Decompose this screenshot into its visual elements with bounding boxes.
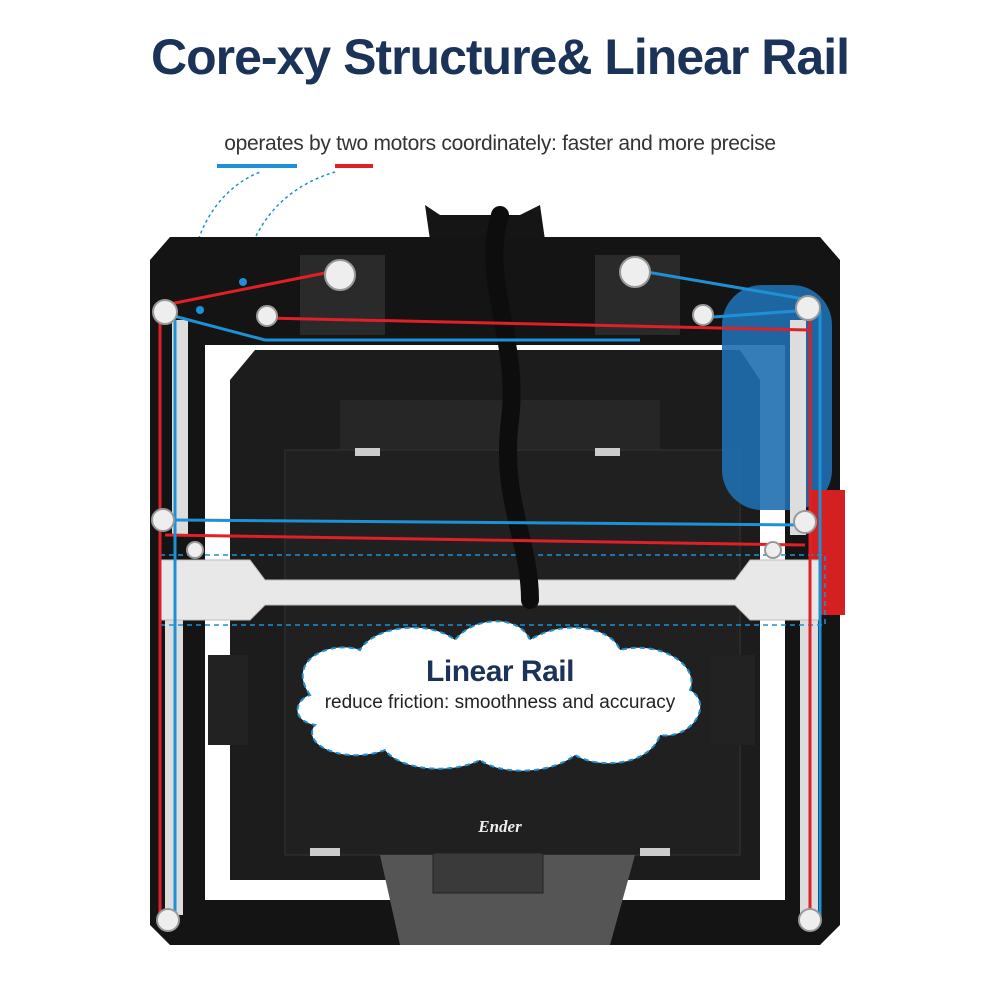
rail-right-upper	[790, 320, 806, 535]
linear-rail-callout-cloud	[296, 620, 702, 772]
pulleys	[151, 256, 822, 932]
red-belt-legend-line	[335, 164, 373, 168]
page-title: Core-xy Structure& Linear Rail	[151, 29, 850, 85]
subtitle: operates by two motors coordinately: fas…	[224, 132, 776, 155]
callout-title: Linear Rail	[426, 655, 574, 688]
blue-belt-legend-line	[217, 164, 297, 168]
filament-spool	[722, 285, 832, 510]
left-bracket	[208, 655, 248, 745]
cable-hose	[485, 206, 539, 609]
display-screen	[432, 852, 544, 894]
callout-text: reduce friction: smoothness and accuracy	[324, 692, 676, 713]
blue-belt	[169, 268, 822, 920]
right-bracket	[710, 655, 755, 745]
top-mount	[425, 205, 545, 240]
ender-logo: Ender	[477, 817, 522, 836]
red-belt	[158, 268, 812, 920]
